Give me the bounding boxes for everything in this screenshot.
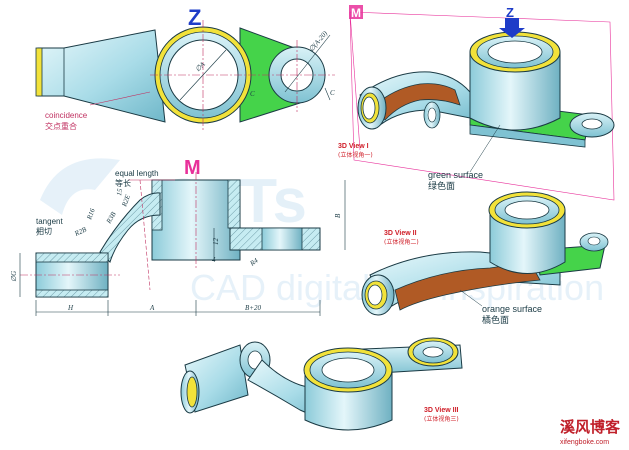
tangent-label-cn: 相切	[36, 226, 52, 236]
view3-title: 3D View III	[424, 407, 459, 414]
watermark-text-1: CAD digital	[190, 267, 370, 308]
orange-surface-label-cn: 橘色面	[482, 314, 509, 326]
view3-part	[180, 337, 463, 431]
view1-subtitle: (立体视角一)	[338, 151, 373, 159]
dim-c-1: C	[250, 90, 255, 98]
dim-12: 12	[212, 238, 220, 246]
m-marker-section: M	[184, 157, 201, 179]
coincidence-label-cn: 交点重合	[45, 121, 77, 131]
dim-7: 7	[36, 230, 40, 238]
equal-length-label: equal length	[115, 169, 159, 178]
green-surface-label: green surface	[428, 170, 483, 180]
orange-surface-label: orange surface	[482, 304, 542, 314]
green-surface-label-cn: 绿色面	[428, 180, 455, 192]
dim-4: 4	[212, 256, 216, 264]
dim-r4: R4	[248, 256, 260, 268]
view1-title: 3D View I	[338, 143, 369, 150]
dim-b20: B+20	[245, 304, 261, 312]
section-view	[19, 172, 346, 316]
dim-c-2: C	[330, 89, 335, 97]
view2-title: 3D View II	[384, 230, 417, 237]
dim-a: A	[149, 304, 155, 312]
m-marker-view1-text: M	[351, 6, 361, 20]
m-marker-badge	[349, 5, 363, 19]
coincidence-label: coincidence	[45, 111, 88, 120]
dim-r3b: R3B	[104, 210, 118, 226]
view1-part	[349, 11, 615, 201]
dim-b: B	[334, 213, 342, 218]
view2-part	[361, 191, 609, 316]
z-marker-view1: Z	[506, 5, 514, 20]
view2-subtitle: (立体视角二)	[384, 238, 419, 246]
view3-subtitle: (立体视角三)	[424, 415, 459, 423]
brand-url: xifengboke.com	[560, 439, 609, 446]
top-view	[35, 20, 335, 130]
z-marker-top: Z	[188, 5, 201, 30]
dim-h: H	[67, 304, 74, 312]
tangent-label: tangent	[36, 217, 63, 226]
dim-15: 15	[115, 188, 124, 197]
dim-g: ∅G	[10, 271, 18, 282]
dim-r2b: R2B	[73, 225, 89, 238]
equal-length-label-cn: 等长	[115, 178, 131, 188]
dim-r16: R16	[85, 207, 97, 222]
brand-logo-cn: 溪风博客	[560, 418, 621, 436]
